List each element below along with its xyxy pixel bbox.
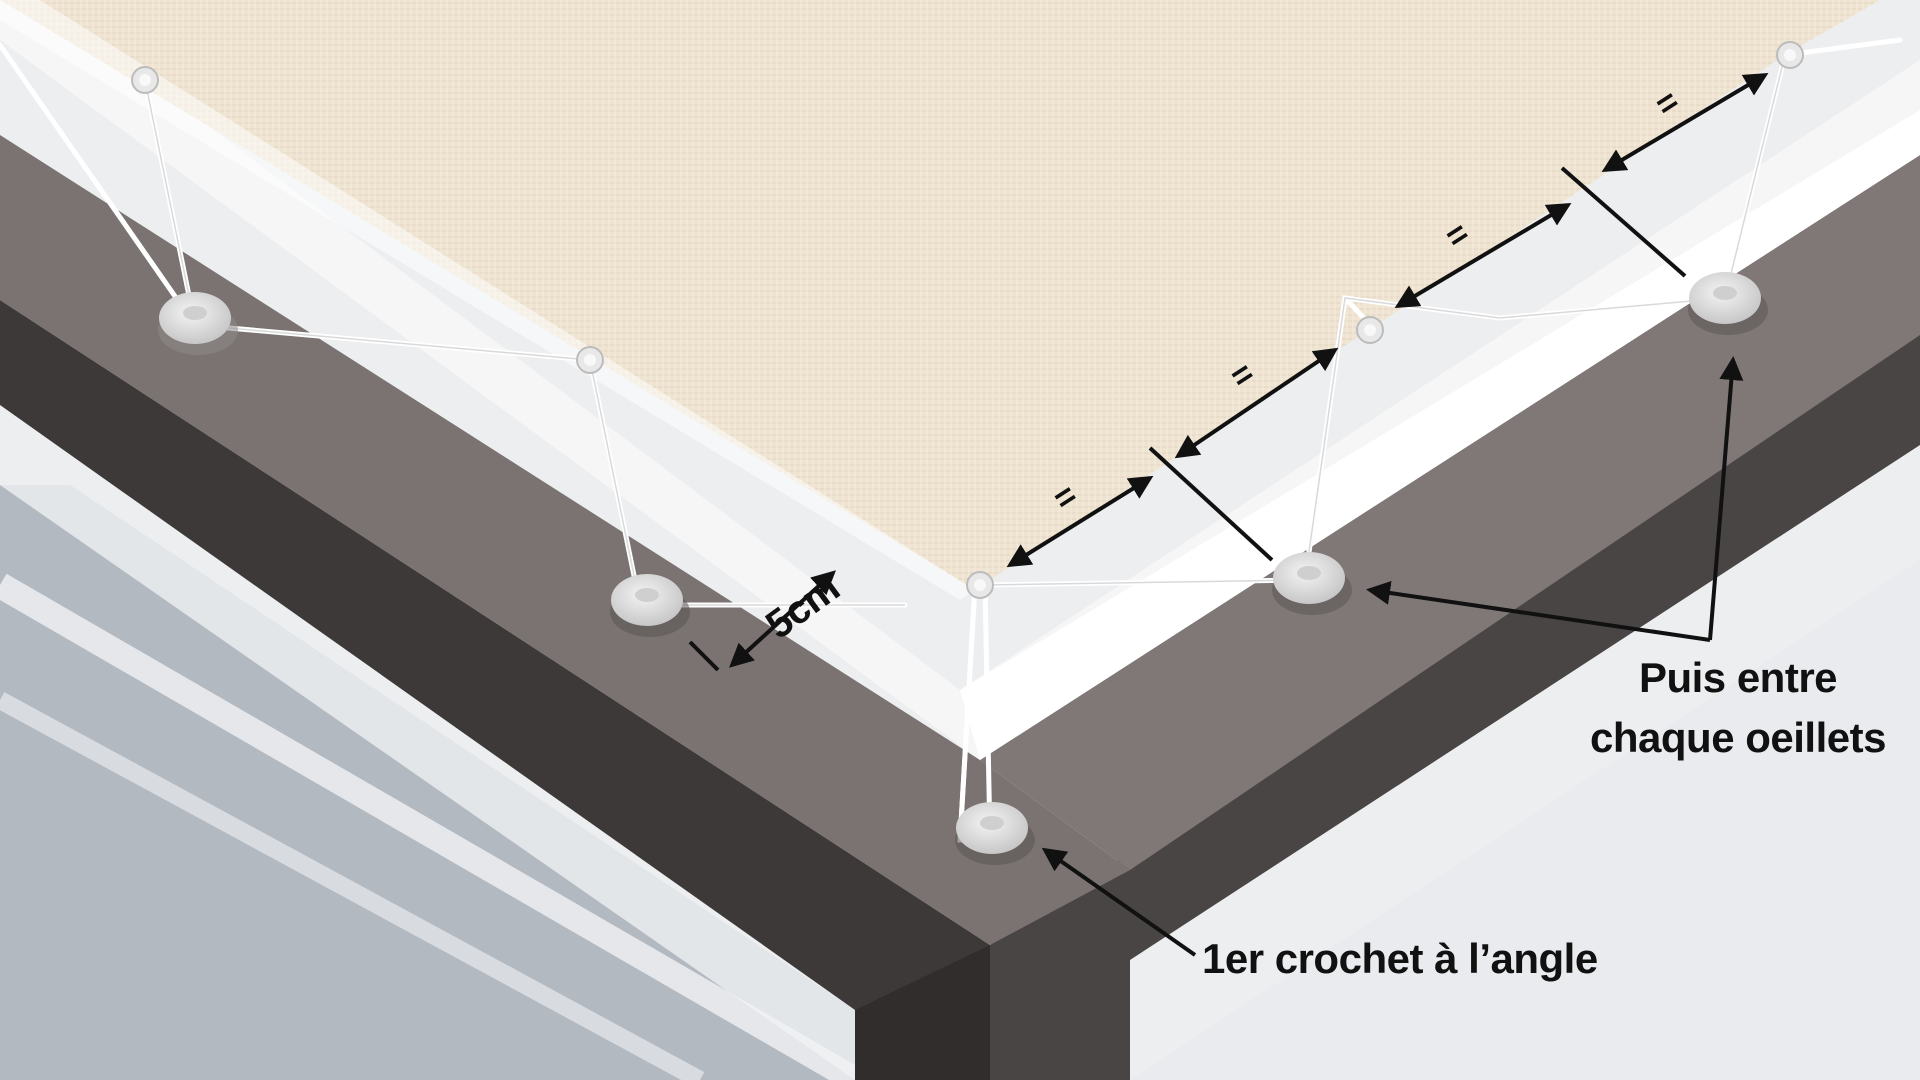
between-eyelets-line2: chaque oeillets: [1568, 708, 1908, 768]
between-eyelets-label: Puis entre chaque oeillets: [1568, 648, 1908, 768]
between-eyelets-line1: Puis entre: [1568, 648, 1908, 708]
first-hook-label: 1er crochet à l’angle: [1202, 935, 1598, 983]
